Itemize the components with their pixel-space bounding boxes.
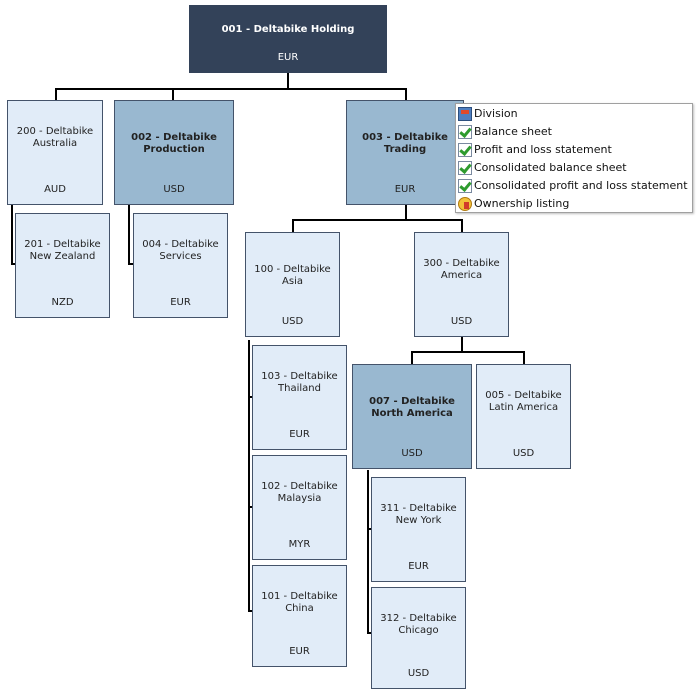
node-currency: USD — [407, 668, 430, 679]
node-name: 100 - Deltabike Asia — [254, 264, 331, 287]
node-currency: EUR — [277, 52, 299, 63]
checkmark-icon — [458, 143, 472, 157]
node-name: 300 - Deltabike America — [423, 258, 500, 281]
node-name: 005 - Deltabike Latin America — [485, 390, 562, 413]
node-currency: NZD — [51, 297, 74, 308]
checkmark-icon — [458, 161, 472, 175]
menu-item-label: Profit and loss statement — [474, 143, 612, 156]
node-currency: USD — [512, 448, 535, 459]
connector — [248, 610, 253, 612]
connector — [11, 263, 16, 265]
node-name: 001 - Deltabike Holding — [221, 24, 355, 35]
node-name: 003 - Deltabike Trading — [362, 132, 448, 155]
menu-item-profit-loss[interactable]: Profit and loss statement — [456, 141, 692, 159]
menu-item-label: Consolidated balance sheet — [474, 161, 627, 174]
node-name: 101 - Deltabike China — [261, 591, 338, 614]
org-node-001[interactable]: 001 - Deltabike Holding EUR — [189, 5, 387, 73]
connector — [248, 340, 250, 611]
menu-item-ownership-listing[interactable]: Ownership listing — [456, 195, 692, 213]
division-icon — [458, 107, 472, 121]
connector — [461, 219, 463, 232]
node-currency: USD — [401, 448, 423, 459]
node-name: 007 - Deltabike North America — [369, 396, 455, 419]
node-name: 312 - Deltabike Chicago — [380, 613, 457, 636]
connector — [55, 88, 407, 90]
menu-item-balance-sheet[interactable]: Balance sheet — [456, 123, 692, 141]
connector — [11, 204, 13, 264]
connector — [287, 72, 289, 89]
connector — [367, 632, 372, 634]
menu-item-consolidated-balance[interactable]: Consolidated balance sheet — [456, 159, 692, 177]
node-currency: MYR — [288, 539, 311, 550]
connector — [248, 396, 253, 398]
node-name: 102 - Deltabike Malaysia — [261, 481, 338, 504]
node-currency: USD — [163, 184, 185, 195]
connector — [128, 263, 133, 265]
connector — [405, 204, 407, 220]
node-currency: EUR — [170, 297, 191, 308]
org-node-005[interactable]: 005 - Deltabike Latin America USD — [476, 364, 571, 469]
connector — [248, 506, 253, 508]
org-node-103[interactable]: 103 - Deltabike Thailand EUR — [252, 345, 347, 450]
node-currency: EUR — [289, 429, 310, 440]
connector — [172, 88, 174, 100]
connector — [367, 528, 372, 530]
org-node-102[interactable]: 102 - Deltabike Malaysia MYR — [252, 455, 347, 560]
node-name: 311 - Deltabike New York — [380, 503, 457, 526]
node-currency: EUR — [408, 561, 429, 572]
checkmark-icon — [458, 179, 472, 193]
node-currency: AUD — [44, 184, 66, 195]
connector — [411, 351, 525, 353]
menu-item-label: Consolidated profit and loss statement — [474, 179, 688, 192]
connector — [128, 204, 130, 264]
connector — [411, 351, 413, 364]
menu-item-label: Division — [474, 107, 518, 120]
org-node-311[interactable]: 311 - Deltabike New York EUR — [371, 477, 466, 582]
node-name: 004 - Deltabike Services — [142, 239, 219, 262]
connector — [292, 219, 463, 221]
node-currency: EUR — [289, 646, 310, 657]
org-node-101[interactable]: 101 - Deltabike China EUR — [252, 565, 347, 667]
menu-item-label: Ownership listing — [474, 197, 570, 210]
node-name: 201 - Deltabike New Zealand — [24, 239, 101, 262]
node-name: 002 - Deltabike Production — [131, 132, 217, 155]
org-node-003[interactable]: 003 - Deltabike Trading EUR — [346, 100, 464, 205]
org-node-007[interactable]: 007 - Deltabike North America USD — [352, 364, 472, 469]
node-currency: USD — [281, 316, 304, 327]
org-node-004[interactable]: 004 - Deltabike Services EUR — [133, 213, 228, 318]
org-node-300[interactable]: 300 - Deltabike America USD — [414, 232, 509, 337]
menu-item-consolidated-profit-loss[interactable]: Consolidated profit and loss statement — [456, 177, 692, 195]
node-name: 103 - Deltabike Thailand — [261, 371, 338, 394]
checkmark-icon — [458, 125, 472, 139]
connector — [292, 219, 294, 232]
menu-item-division[interactable]: Division — [456, 105, 692, 123]
connector — [523, 351, 525, 364]
node-currency: USD — [450, 316, 473, 327]
org-node-201[interactable]: 201 - Deltabike New Zealand NZD — [15, 213, 110, 318]
org-node-200[interactable]: 200 - Deltabike Australia AUD — [7, 100, 103, 205]
connector — [405, 88, 407, 100]
org-node-002[interactable]: 002 - Deltabike Production USD — [114, 100, 234, 205]
node-name: 200 - Deltabike Australia — [16, 126, 94, 149]
node-context-menu: Division Balance sheet Profit and loss s… — [455, 103, 693, 213]
ownership-icon — [458, 197, 472, 211]
node-currency: EUR — [394, 184, 416, 195]
connector — [55, 88, 57, 100]
org-node-100[interactable]: 100 - Deltabike Asia USD — [245, 232, 340, 337]
menu-item-label: Balance sheet — [474, 125, 552, 138]
org-node-312[interactable]: 312 - Deltabike Chicago USD — [371, 587, 466, 689]
connector — [461, 337, 463, 352]
connector — [367, 470, 369, 633]
